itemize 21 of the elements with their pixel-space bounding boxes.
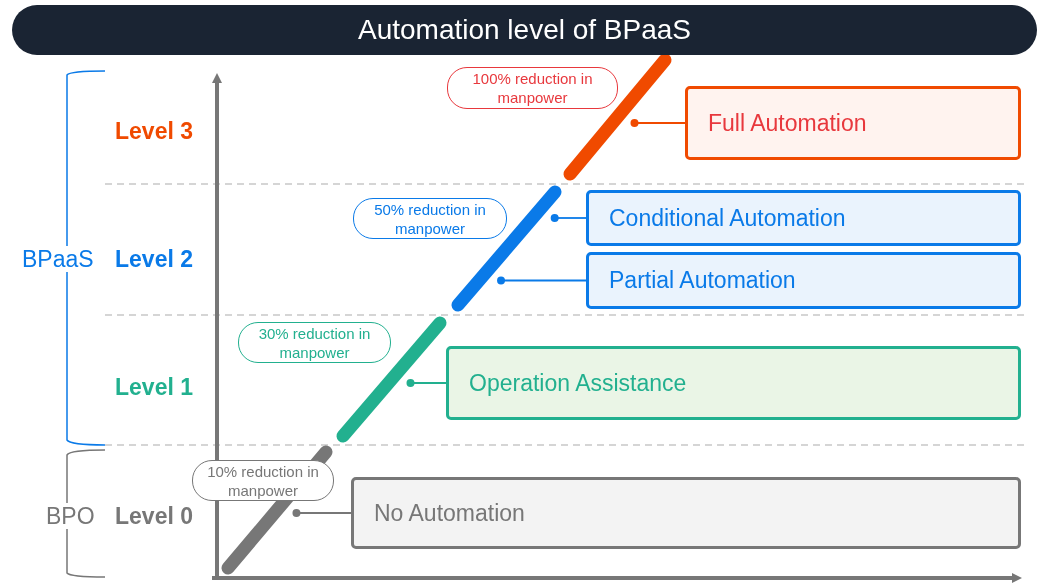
title-banner: Automation level of BPaaS: [12, 5, 1037, 55]
level-label: Level 3: [115, 118, 193, 144]
leader-line: [550, 214, 587, 222]
group-label: BPaaS: [22, 246, 94, 272]
leader-line: [630, 119, 686, 127]
level-box: Full Automation: [685, 86, 1021, 160]
reduction-pill: 100% reduction in manpower: [447, 67, 618, 109]
reduction-pill: 30% reduction in manpower: [238, 322, 391, 363]
level-box: No Automation: [351, 477, 1021, 549]
reduction-pill: 50% reduction in manpower: [353, 198, 507, 239]
group-label: BPO: [46, 503, 95, 529]
reduction-pill: 10% reduction in manpower: [192, 460, 334, 501]
level-box: Partial Automation: [586, 252, 1021, 309]
level-label: Level 1: [115, 374, 193, 400]
leader-line: [292, 509, 352, 517]
level-box: Operation Assistance: [446, 346, 1021, 420]
level-label: Level 0: [115, 503, 193, 529]
leader-line: [497, 276, 587, 285]
level-box: Conditional Automation: [586, 190, 1021, 246]
leader-line: [406, 379, 447, 387]
level-label: Level 2: [115, 246, 193, 272]
